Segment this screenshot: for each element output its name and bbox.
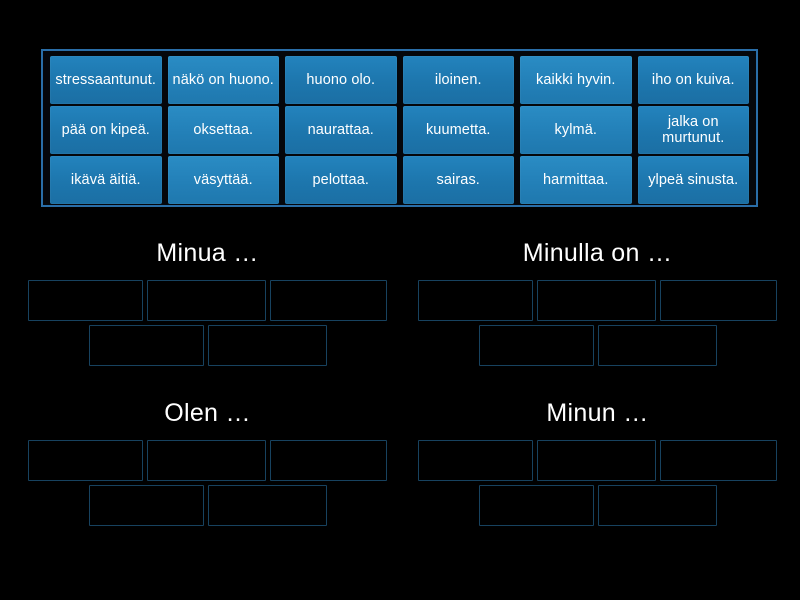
drop-slot[interactable] [478,485,594,526]
word-tile[interactable]: huono olo. [285,56,397,104]
drop-slot[interactable] [28,440,143,481]
drop-slot[interactable] [207,485,327,526]
drop-slot[interactable] [478,325,594,366]
drop-slot[interactable] [418,440,533,481]
drop-slot[interactable] [88,485,204,526]
drop-slot[interactable] [270,280,387,321]
word-tile[interactable]: kylmä. [520,106,632,154]
word-tile[interactable]: kuumetta. [402,106,514,154]
drop-slot[interactable] [147,280,266,321]
drop-slot[interactable] [597,325,717,366]
drop-slot[interactable] [660,280,777,321]
word-tile[interactable]: iloinen. [402,56,514,104]
word-tile[interactable]: ikävä äitiä. [50,156,162,204]
word-tile[interactable]: oksettaa. [167,106,279,154]
drop-slot[interactable] [147,440,266,481]
drop-slot[interactable] [418,280,533,321]
drop-slot-row [20,440,395,481]
tile-bank: stressaantunut. näkö on huono. huono olo… [41,49,758,207]
word-tile[interactable]: näkö on huono. [167,56,279,104]
word-tile[interactable]: pää on kipeä. [50,106,162,154]
category-group-minua: Minua … [20,232,395,382]
category-title: Olen … [164,399,251,427]
word-tile[interactable]: stressaantunut. [50,56,162,104]
category-title: Minun … [546,399,649,427]
drop-slot[interactable] [270,440,387,481]
tile-bank-row: stressaantunut. näkö on huono. huono olo… [47,56,752,104]
drop-slot-row [410,440,785,481]
drop-slot-row [410,280,785,321]
drop-slot[interactable] [537,440,656,481]
drop-slot-row [410,325,785,366]
drop-slot[interactable] [597,485,717,526]
drop-slot[interactable] [537,280,656,321]
word-tile[interactable]: ylpeä sinusta. [637,156,749,204]
word-tile[interactable]: jalka on murtunut. [637,106,749,154]
word-tile[interactable]: naurattaa. [285,106,397,154]
category-title: Minua … [156,239,259,267]
category-group-minulla-on: Minulla on … [410,232,785,382]
drop-slot-row [410,485,785,526]
word-tile[interactable]: väsyttää. [167,156,279,204]
word-tile[interactable]: pelottaa. [285,156,397,204]
drop-slot[interactable] [660,440,777,481]
word-tile[interactable]: harmittaa. [520,156,632,204]
tile-bank-row: ikävä äitiä. väsyttää. pelottaa. sairas.… [47,156,752,204]
category-group-minun: Minun … [410,392,785,542]
category-group-olen: Olen … [20,392,395,542]
drop-slot-row [20,325,395,366]
category-title: Minulla on … [522,239,673,267]
word-tile[interactable]: kaikki hyvin. [520,56,632,104]
word-tile[interactable]: sairas. [402,156,514,204]
drop-slot[interactable] [28,280,143,321]
word-tile[interactable]: iho on kuiva. [637,56,749,104]
drop-slot-row [20,280,395,321]
drop-slot[interactable] [88,325,204,366]
drop-slot-row [20,485,395,526]
tile-bank-row: pää on kipeä. oksettaa. naurattaa. kuume… [47,106,752,154]
drop-slot[interactable] [207,325,327,366]
